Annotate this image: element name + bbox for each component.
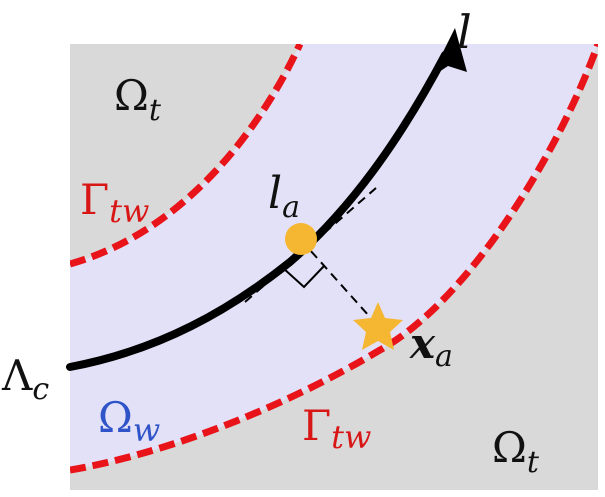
normal-line <box>300 239 379 327</box>
label-omega-t-bottom: Ωt <box>492 423 540 480</box>
label-l-a: la <box>268 168 300 225</box>
star-marker-icon <box>353 302 403 350</box>
label-omega-w: Ωw <box>98 393 160 449</box>
boundary-top <box>70 44 304 268</box>
label-gamma-tw-bottom: Γtw <box>302 401 371 456</box>
label-gamma-tw-top: Γtw <box>80 175 149 230</box>
circle-marker-icon <box>285 223 317 255</box>
label-l: l <box>457 5 472 59</box>
label-lambda-c: Λc <box>1 351 49 407</box>
label-x-a: xa <box>409 319 453 374</box>
right-angle-icon <box>282 265 325 289</box>
boundary-bottom <box>70 44 598 474</box>
wall-band <box>70 44 598 470</box>
label-omega-t-top: Ωt <box>114 71 162 128</box>
centerline-arrowhead-icon <box>430 28 467 78</box>
